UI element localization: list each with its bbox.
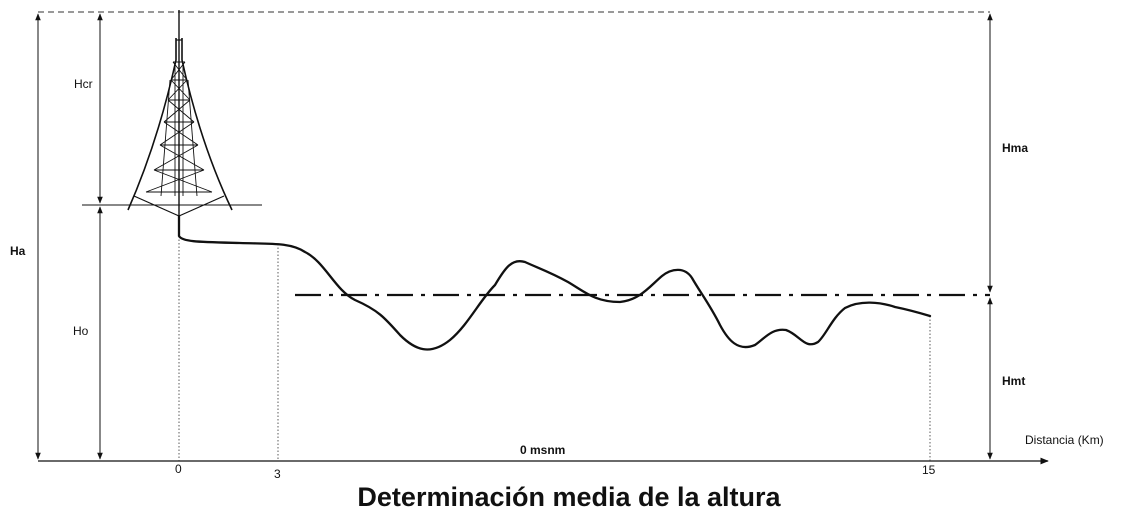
antenna-tower (127, 10, 233, 217)
tower-foot-left (133, 195, 180, 217)
tower-lattice (145, 61, 213, 197)
tower-legs (127, 38, 177, 211)
hmt-label: Hmt (1002, 374, 1025, 388)
terrain-profile (177, 214, 932, 351)
ho-label: Ho (73, 324, 89, 338)
tick-15: 15 (922, 463, 936, 477)
tower-legs (181, 38, 233, 211)
tick-3: 3 (274, 467, 281, 481)
x-axis-label: Distancia (Km) (1025, 433, 1104, 447)
tick-0: 0 (175, 462, 182, 476)
diagram-title: Determinación media de la altura (357, 482, 781, 512)
hma-label: Hma (1002, 141, 1028, 155)
tower-foot-right (178, 195, 225, 217)
sea-level-label: 0 msnm (520, 443, 565, 457)
ha-label: Ha (10, 244, 26, 258)
hcr-label: Hcr (74, 77, 93, 91)
